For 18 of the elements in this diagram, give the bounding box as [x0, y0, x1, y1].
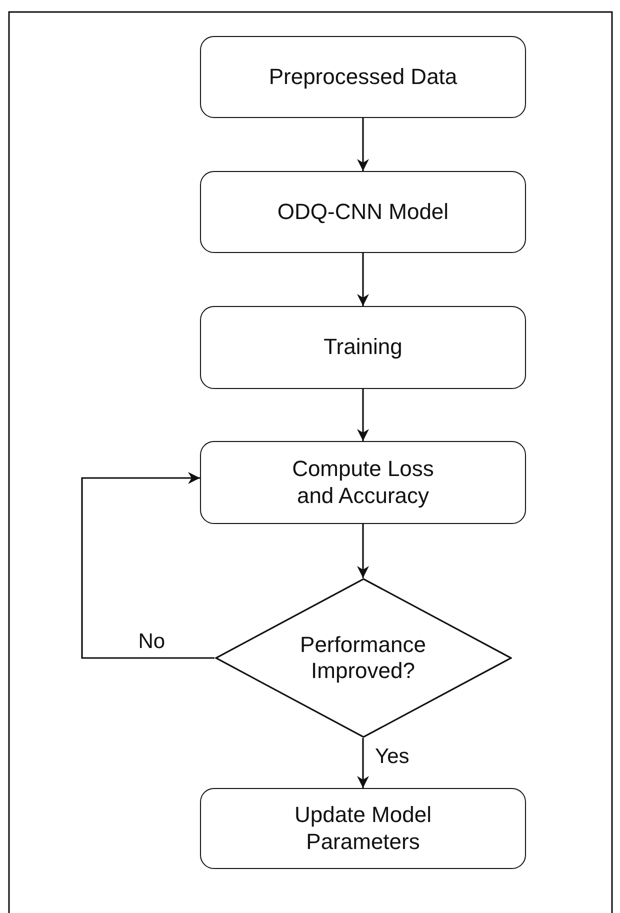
process-box [200, 171, 526, 253]
node-text: Preprocessed Data [268, 64, 458, 90]
node-text: Compute Loss and Accuracy [291, 456, 435, 509]
node-text: Update Model Parameters [294, 802, 432, 855]
node-text: Training [324, 334, 402, 361]
process-box [200, 306, 526, 389]
process-box [200, 788, 526, 869]
process-box [200, 36, 526, 118]
node-text: Performance Improved? [299, 632, 427, 684]
arrow [357, 118, 369, 171]
arrow [357, 738, 369, 788]
arrow [357, 253, 369, 306]
arrow [81, 472, 214, 659]
arrow [357, 524, 369, 578]
decision-diamond [214, 578, 512, 738]
node-text: ODQ-CNN Model [277, 198, 449, 226]
process-box [200, 441, 526, 524]
arrow [357, 389, 369, 441]
